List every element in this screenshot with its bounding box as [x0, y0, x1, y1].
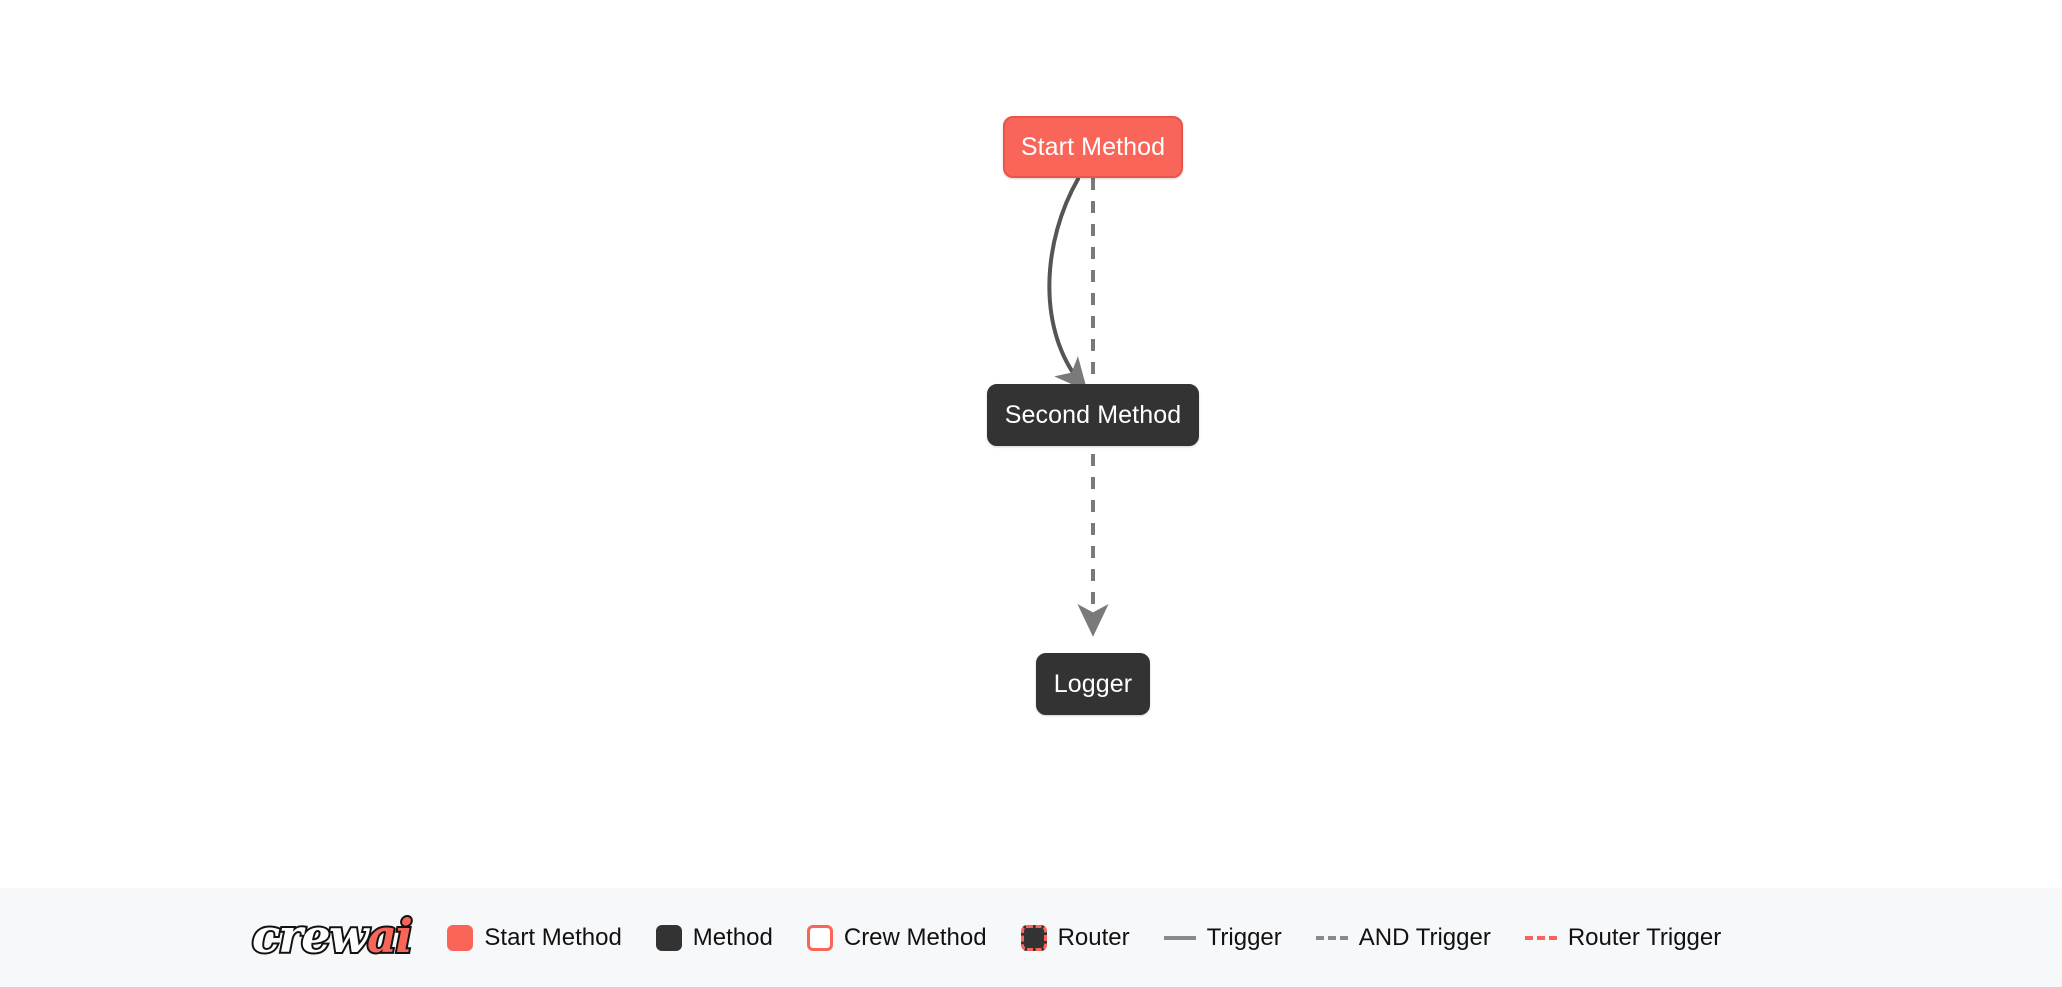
legend-bar: crew ai Start Method Method Crew Method …: [0, 888, 2062, 987]
legend-item-trigger: Trigger: [1163, 923, 1282, 951]
and-trigger-line-icon: [1315, 935, 1348, 940]
legend-label-router: Router: [1057, 923, 1130, 951]
node-start-method[interactable]: Start Method: [1003, 116, 1183, 178]
node-second-method-label: Second Method: [1004, 400, 1182, 429]
node-logger[interactable]: Logger: [1036, 653, 1150, 715]
legend-content: crew ai Start Method Method Crew Method …: [250, 908, 1722, 963]
legend-label-and-trigger: AND Trigger: [1358, 923, 1491, 951]
trigger-line-icon: [1163, 935, 1196, 940]
edge-layer: [1047, 177, 1109, 637]
legend-item-router: Router: [1020, 923, 1130, 951]
crewai-logo: crew ai: [250, 908, 415, 963]
start-method-swatch-icon: [447, 924, 474, 951]
crew-method-swatch-icon: [806, 924, 833, 951]
legend-label-method: Method: [692, 923, 773, 951]
edge-trigger-start-to-second: [1047, 177, 1088, 392]
legend-label-trigger: Trigger: [1206, 923, 1282, 951]
legend-item-and-trigger: AND Trigger: [1315, 923, 1491, 951]
router-swatch-icon: [1020, 924, 1047, 951]
method-swatch-icon: [655, 924, 682, 951]
legend-item-method: Method: [655, 923, 773, 951]
legend-label-crew-method: Crew Method: [843, 923, 987, 951]
crewai-logo-crew: crew: [250, 908, 371, 963]
router-trigger-line-icon: [1524, 935, 1557, 940]
flow-canvas[interactable]: Start Method Second Method Logger: [0, 0, 2062, 888]
legend-label-start-method: Start Method: [484, 923, 622, 951]
node-logger-label: Logger: [1053, 669, 1133, 698]
node-second-method[interactable]: Second Method: [987, 384, 1199, 446]
legend-label-router-trigger: Router Trigger: [1567, 923, 1722, 951]
legend-item-crew-method: Crew Method: [806, 923, 987, 951]
legend-item-router-trigger: Router Trigger: [1524, 923, 1722, 951]
crewai-logo-ai: ai: [365, 908, 415, 963]
legend-item-start-method: Start Method: [447, 923, 622, 951]
node-start-method-label: Start Method: [1020, 132, 1166, 161]
